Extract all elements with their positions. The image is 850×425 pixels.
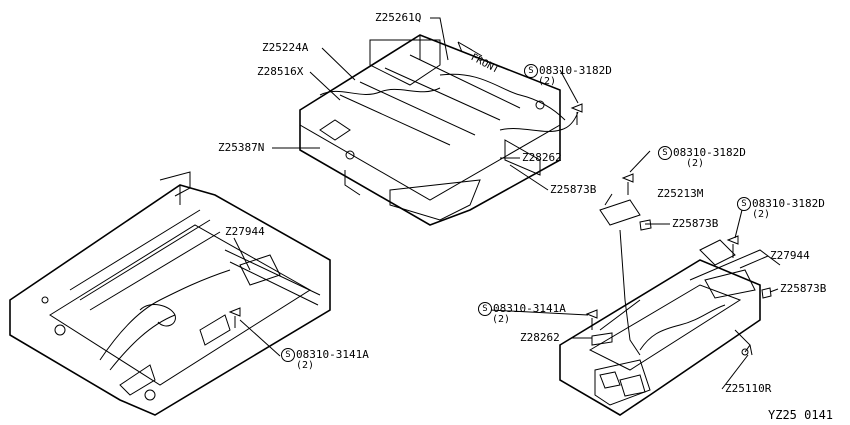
label-z25873b-top: Z25873B — [550, 183, 597, 196]
label-z25261q: Z25261Q — [375, 11, 422, 24]
diagram-code: YZ25 0141 — [768, 408, 834, 422]
screw-part-right: 08310-3182D — [752, 197, 825, 210]
label-z25387n: Z25387N — [218, 141, 265, 154]
screw-symbol-bottom: S — [478, 302, 492, 316]
label-z25873b-mid: Z25873B — [672, 217, 719, 230]
top-frame-assembly — [299, 34, 579, 226]
label-z25110r: Z25110R — [725, 382, 772, 395]
right-frame-assembly — [559, 199, 781, 416]
screw-qty-top: (2) — [538, 76, 557, 87]
screw-qty-bottom: (2) — [492, 314, 511, 325]
screw-symbol-right: S — [737, 197, 751, 211]
left-frame-assembly — [9, 171, 331, 416]
label-z28262-bottom: Z28262 — [520, 331, 560, 344]
screw-symbol-mid: S — [658, 146, 672, 160]
screw-symbol-top: S — [524, 64, 538, 78]
screw-qty-mid: (2) — [686, 158, 705, 169]
label-z25213m: Z25213M — [657, 187, 704, 200]
screw-symbol-left: S — [281, 348, 295, 362]
label-z25224a: Z25224A — [262, 41, 309, 54]
label-z25873b-right: Z25873B — [780, 282, 827, 295]
screw-glyphs — [228, 103, 772, 356]
screw-part-bottom: 08310-3141A — [493, 302, 566, 315]
label-z27944-left: Z27944 — [225, 225, 265, 238]
front-arrow — [457, 41, 483, 57]
leader-lines — [233, 17, 779, 390]
label-z28262-top: Z28262 — [522, 151, 562, 164]
screw-qty-right: (2) — [752, 209, 771, 220]
screw-part-mid: 08310-3182D — [673, 146, 746, 159]
screw-part-left: 08310-3141A — [296, 348, 369, 361]
screw-qty-left: (2) — [296, 360, 315, 371]
label-z27944-right: Z27944 — [770, 249, 810, 262]
label-z28516x: Z28516X — [257, 65, 304, 78]
screw-part-top: 08310-3182D — [539, 64, 612, 77]
